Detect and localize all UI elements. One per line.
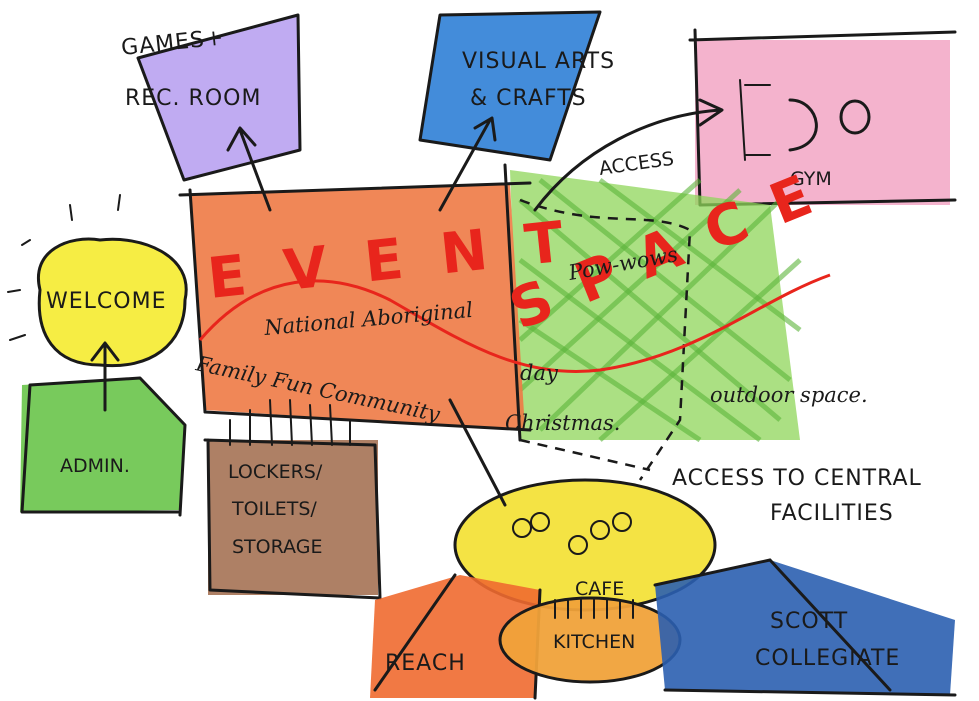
- event-text-2: day: [520, 361, 559, 385]
- admin-zone: [20, 376, 187, 517]
- kitchen-label: KITCHEN: [553, 631, 635, 653]
- games-rec-room-zone: [136, 13, 302, 182]
- admin-label: ADMIN.: [60, 455, 130, 477]
- central-access-label-1: ACCESS TO CENTRAL: [672, 466, 922, 491]
- scott-label-2: COLLEGIATE: [755, 646, 900, 671]
- connection-arrows: [90, 98, 724, 507]
- event-space-wave: [198, 273, 831, 374]
- central-access-label-2: FACILITIES: [770, 501, 894, 526]
- cafe-label: CAFE: [575, 578, 624, 600]
- lockers-label-2: TOILETS/: [231, 498, 317, 520]
- visual-arts-zone: [418, 10, 602, 162]
- scott-label-1: SCOTT: [770, 609, 848, 634]
- visual-arts-label-2: & CRAFTS: [470, 86, 587, 111]
- cafe-people-icons: [512, 512, 632, 555]
- gym-label: GYM: [790, 168, 832, 190]
- visual-arts-label-1: VISUAL ARTS: [462, 49, 615, 74]
- lockers-zone: [203, 399, 382, 600]
- lockers-label-1: LOCKERS/: [228, 461, 323, 483]
- access-label: ACCESS: [598, 148, 676, 180]
- outdoor-space-label: outdoor space.: [710, 383, 868, 407]
- event-text-4: Christmas.: [505, 411, 620, 435]
- scott-collegiate-zone: [653, 558, 957, 697]
- gym-zone: [688, 28, 957, 207]
- reach-label: REACH: [385, 651, 466, 676]
- lockers-label-3: STORAGE: [232, 536, 322, 558]
- games-label-2: REC. ROOM: [125, 86, 261, 111]
- event-space-zone: [178, 163, 532, 442]
- welcome-label: WELCOME: [46, 289, 166, 314]
- welcome-zone: [7, 194, 188, 368]
